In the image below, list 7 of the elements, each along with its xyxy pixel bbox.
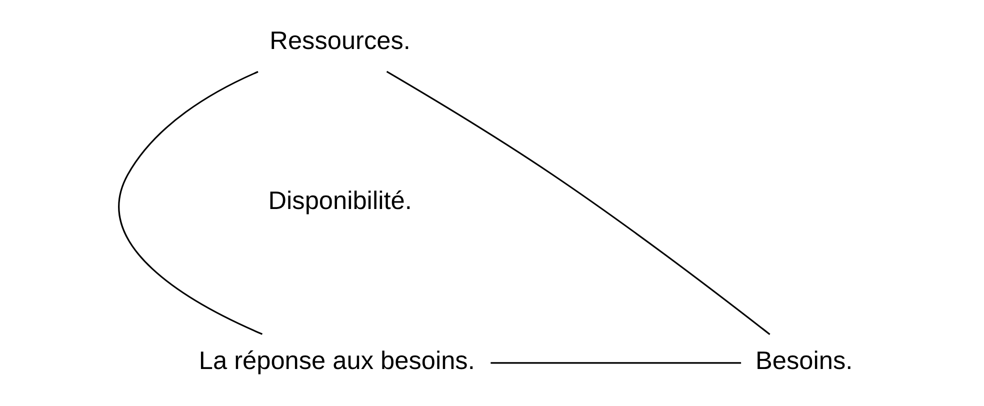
node-text: Besoins. xyxy=(755,346,852,375)
node-text: La réponse aux besoins. xyxy=(198,346,474,375)
label: Disponibilité. xyxy=(268,187,412,216)
node-text: Ressources. xyxy=(269,27,410,56)
connector xyxy=(118,71,262,335)
connector xyxy=(490,362,741,364)
connector xyxy=(386,70,770,335)
